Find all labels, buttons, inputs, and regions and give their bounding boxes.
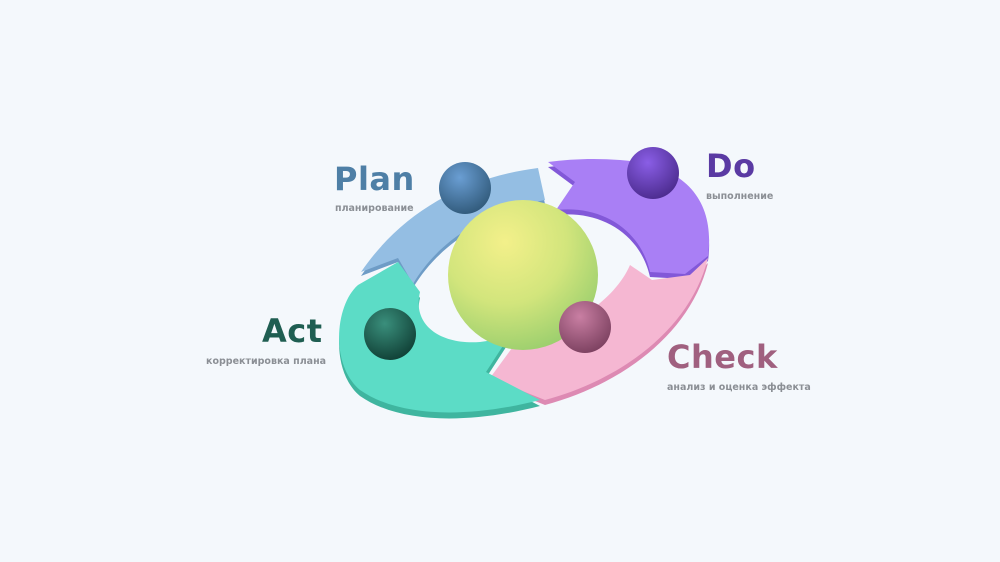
act-subtitle: корректировка плана [206, 356, 327, 367]
plan-subtitle: планирование [335, 203, 414, 214]
plan-title: Plan [334, 160, 415, 198]
act-arrow [339, 262, 540, 419]
act-sphere [364, 308, 416, 360]
check-title: Check [667, 338, 778, 376]
plan-arrow [361, 168, 545, 288]
do-subtitle: выполнение [706, 191, 774, 202]
check-sphere [559, 301, 611, 353]
do-title: Do [706, 147, 756, 185]
act-title: Act [262, 312, 323, 350]
do-sphere [627, 147, 679, 199]
center-sphere [448, 200, 598, 350]
check-subtitle: анализ и оценка эффекта [667, 382, 811, 393]
plan-sphere [439, 162, 491, 214]
